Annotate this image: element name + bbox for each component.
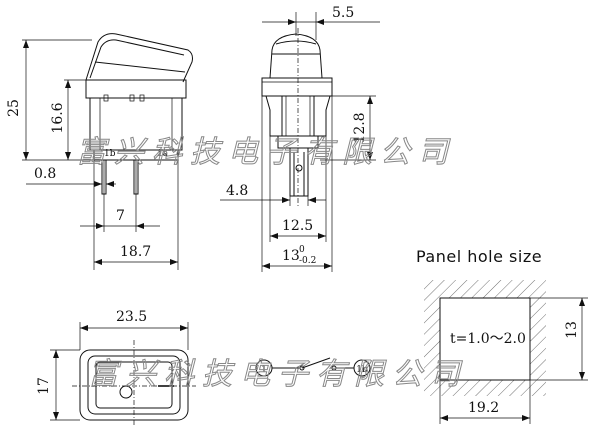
dim-hole-width-label: 19.2 [468, 400, 499, 416]
dim-bezel-length-label: 23.5 [116, 309, 147, 325]
dim-total-width: 13 0 -0.2 [261, 96, 333, 272]
panel-title: Panel hole size [416, 247, 542, 266]
dim-total-width-lower-tol: -0.2 [299, 256, 316, 266]
dim-body-depth-label: 12.8 [352, 112, 368, 143]
terminal-1-label: 1 [261, 365, 267, 375]
watermark-upper: 富兴科技电子有限公司 [76, 135, 456, 170]
terminal-1b-circle [353, 359, 371, 377]
dim-body-width: 12.5 [269, 136, 327, 242]
dim-total-width-label: 13 [282, 248, 300, 264]
dim-hole-height-label: 13 [564, 321, 580, 339]
dim-total-width-upper-tol: 0 [299, 245, 305, 255]
dim-base-length-label: 18.7 [120, 244, 151, 260]
dim-bezel-height: 17 [36, 349, 80, 421]
terminal-label-left: 1b [104, 149, 116, 159]
dim-body-depth: 12.8 [320, 95, 376, 161]
panel-thickness: t=1.0〜2.0 [450, 331, 526, 347]
dim-body-height: 16.6 [50, 79, 88, 160]
dim-pin-pitch: 7 [80, 194, 160, 232]
side-rocker-cap [85, 33, 193, 83]
front-flange [261, 77, 333, 97]
dim-body-width-label: 12.5 [282, 218, 313, 234]
panel-hole: Panel hole size t=1.0〜2.0 13 19.2 [416, 247, 588, 424]
watermark-lower: 富兴科技电子有限公司 [88, 357, 468, 392]
dim-top-width: 5.5 [262, 5, 380, 40]
dim-top-width-label: 5.5 [332, 5, 354, 21]
dim-pin-thickness: 0.8 [26, 166, 116, 187]
front-pin [289, 147, 309, 197]
side-body [89, 98, 183, 151]
dim-total-height: 25 [6, 39, 92, 161]
hole-outline [439, 297, 531, 381]
dim-bezel-length: 23.5 [79, 309, 189, 350]
top-view [72, 340, 196, 426]
side-body-top [85, 79, 187, 99]
dim-bezel-height-label: 17 [36, 377, 52, 395]
dim-pin-pitch-label: 7 [116, 208, 125, 224]
dim-total-height-label: 25 [6, 99, 22, 117]
terminal-label-right: 1a [157, 149, 169, 159]
dim-pin-width-label: 4.8 [226, 183, 248, 199]
panel-hatch [424, 280, 546, 396]
dim-body-height-label: 16.6 [50, 102, 66, 133]
dim-base-length: 18.7 [93, 160, 179, 270]
dim-pin-width: 4.8 [220, 183, 326, 206]
dim-pin-thickness-label: 0.8 [34, 166, 56, 182]
front-view [261, 28, 333, 206]
terminal-1b-label: 1b [356, 365, 368, 375]
switch-symbol: 1 1b [255, 357, 371, 377]
